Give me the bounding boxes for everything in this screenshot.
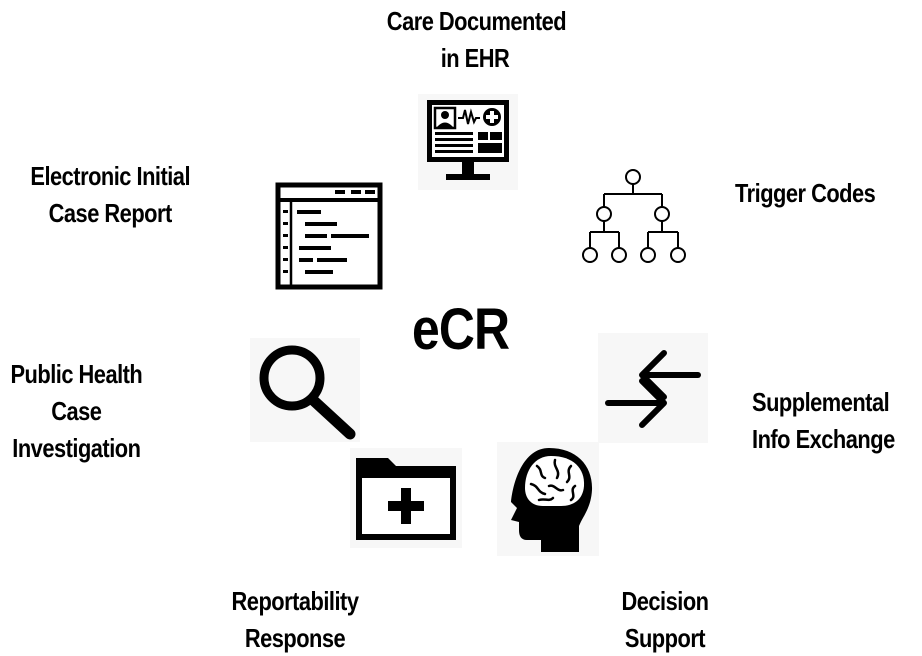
label-trigger-codes: Trigger Codes [735, 175, 876, 212]
label-line: Reportability [231, 586, 359, 616]
label-line: Response [244, 623, 346, 653]
center-label: eCR [412, 297, 510, 362]
label-line: Decision [621, 586, 709, 616]
label-line: in EHR [440, 43, 510, 73]
label-line: Case Report [48, 198, 173, 228]
label-line: Investigation [12, 433, 141, 463]
label-public-health: Public Health Case Investigation [10, 356, 143, 467]
hierarchy-tree-icon [578, 162, 690, 270]
label-care-documented: Care Documented in EHR [386, 3, 567, 77]
exchange-arrows-icon [598, 333, 708, 443]
label-line: Public Health [10, 359, 143, 389]
label-decision-support: Decision Support [606, 583, 724, 656]
label-eicr: Electronic Initial Case Report [22, 158, 198, 232]
label-line: Electronic Initial [30, 161, 191, 191]
label-reportability-response: Reportability Response [219, 583, 370, 656]
label-line: Supplemental [752, 387, 890, 417]
ehr-monitor-icon [418, 94, 518, 190]
label-line: Case [51, 396, 102, 426]
label-line: Care Documented [386, 6, 567, 36]
document-window-icon [275, 182, 383, 290]
magnifier-icon [250, 338, 360, 442]
medical-folder-icon [350, 448, 462, 548]
label-line: Trigger Codes [735, 178, 876, 208]
label-line: Support [624, 623, 706, 653]
label-supplemental-info: Supplemental Info Exchange [752, 384, 895, 458]
brain-head-icon [497, 442, 599, 556]
label-line: Info Exchange [752, 424, 895, 454]
